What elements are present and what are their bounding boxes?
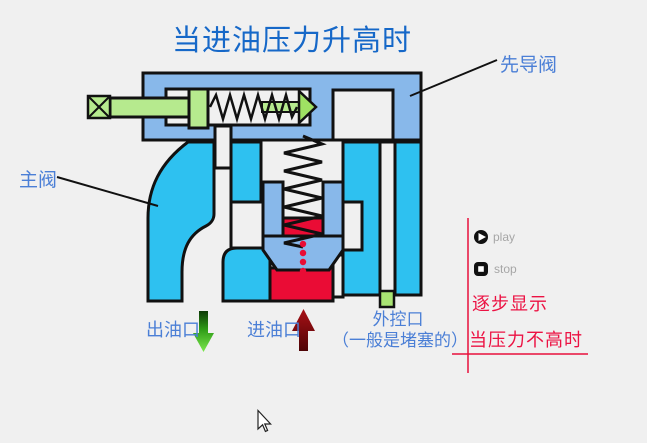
arrow-cursor-icon: [257, 408, 272, 433]
page-title: 当进油压力升高时: [171, 25, 412, 57]
inlet-flow-arrow: [292, 309, 315, 351]
outlet-flow-arrow: [193, 311, 214, 352]
play-button-label[interactable]: play: [493, 230, 516, 244]
pilot-drain-slot: [213, 124, 233, 170]
main-body-left-column: [229, 140, 263, 204]
adjust-screw-rod: [108, 96, 192, 119]
pilot-valve-leader-line: [409, 59, 498, 97]
screw-cross-line: [87, 95, 111, 119]
pilot-spring-seat-piston: [187, 87, 210, 130]
control-port-name: 外控口: [372, 310, 424, 329]
main-spring: [283, 134, 327, 249]
orifice-flow-dots: [299, 240, 307, 275]
control-port-plug: [378, 289, 396, 309]
outlet-port-label: 出油口: [146, 320, 200, 340]
spool-right-pocket: [341, 200, 364, 252]
main-valve-leader-line: [56, 176, 159, 207]
control-port-label: 外控口 （一般是堵塞的）: [332, 309, 468, 351]
pilot-spring: [208, 90, 299, 124]
spool-left-pocket: [229, 200, 265, 250]
main-body-outlet-leg: [146, 140, 216, 303]
pilot-poppet-cone: [297, 88, 318, 126]
main-valve-label: 主阀: [19, 170, 58, 191]
stop-button[interactable]: [474, 262, 488, 276]
pilot-valve-label: 先导阀: [500, 55, 558, 76]
control-port-note: （一般是堵塞的）: [332, 331, 468, 350]
play-button[interactable]: [474, 230, 488, 244]
control-port-channel: [378, 140, 397, 295]
initial-state-caption: 当压力不高时: [469, 330, 583, 350]
valve-seat-block: [221, 246, 272, 303]
stop-button-label[interactable]: stop: [494, 262, 517, 276]
step-display-caption: 逐步显示: [472, 294, 548, 314]
inlet-port-label: 进油口: [247, 320, 301, 340]
pilot-chamber-cavity: [331, 88, 395, 142]
